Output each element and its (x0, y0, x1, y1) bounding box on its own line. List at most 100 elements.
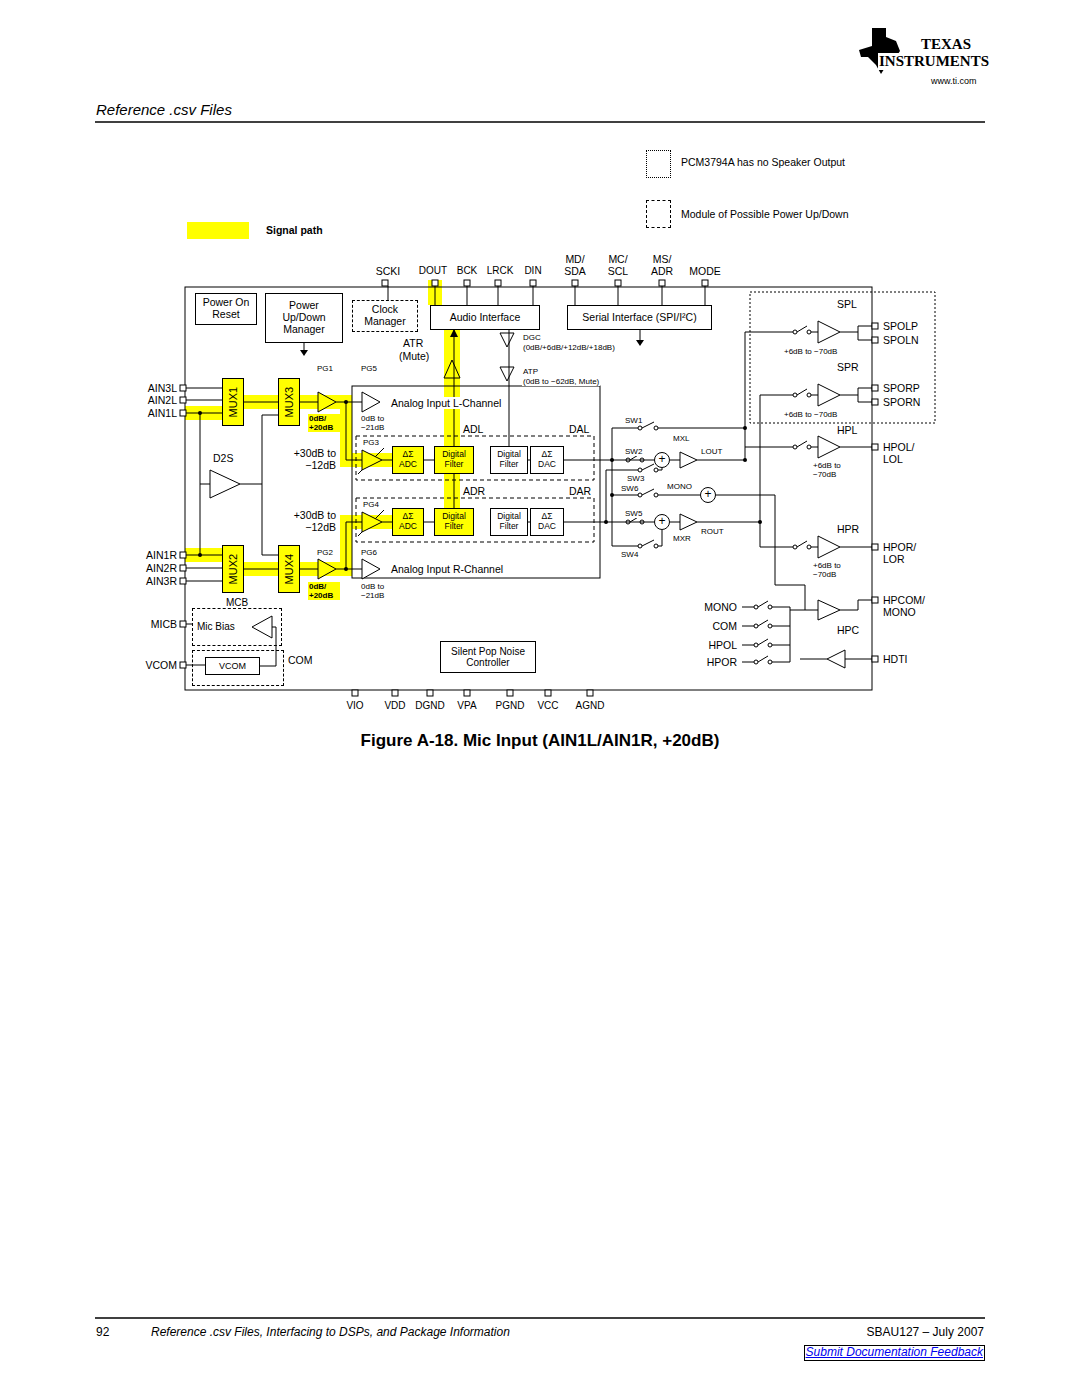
legend-swatch (187, 222, 249, 239)
block-text: ΔΣ DAC (536, 450, 558, 469)
label: +30dB to −12dB (281, 447, 337, 471)
label: SBAU127 – July 2007 (866, 1326, 985, 1340)
label: 0dB to −21dB (360, 582, 404, 600)
label: Reference .csv Files (95, 101, 233, 118)
connector (244, 402, 278, 403)
label: HDTI (882, 653, 909, 665)
control-block: Clock Manager (352, 300, 418, 332)
block-heading: COM (287, 655, 314, 667)
adc-block: ΔΣ ADC (392, 508, 424, 536)
label: MXR (672, 534, 692, 543)
label: SW4 (620, 550, 639, 559)
label: SW2 (624, 447, 643, 456)
legend-text: PCM3794A has no Speaker Output (680, 156, 846, 168)
label: PG2 (316, 548, 334, 557)
label: DGC (522, 333, 542, 342)
label: LOUT (700, 447, 723, 456)
block-text: Digital Filter (491, 512, 527, 531)
block-text: Clock Manager (357, 304, 413, 328)
filter-block: Digital Filter (434, 508, 474, 536)
label: Analog Input R-Channel (390, 563, 504, 575)
label: +6dB to −70dB (812, 561, 856, 579)
label: SW6 (620, 484, 639, 493)
label: ATR (402, 337, 424, 349)
label: AIN2L (147, 394, 178, 406)
block-text: Silent Pop Noise Controller (441, 646, 535, 668)
label: BCK (456, 265, 479, 277)
block-text: ΔΣ ADC (397, 450, 419, 469)
label: +30dB to −12dB (281, 509, 337, 533)
block-text: ΔΣ ADC (397, 512, 419, 531)
dac-block: ΔΣ DAC (530, 508, 564, 536)
filter-block: Digital Filter (490, 446, 528, 474)
label: 92 (95, 1326, 110, 1340)
label: ROUT (700, 527, 725, 536)
label: (0dB to −62dB, Mute) (522, 377, 600, 386)
block-text: Power On Reset (196, 297, 256, 321)
label: (Mute) (398, 350, 430, 362)
label: 0dB/ +20dB (308, 582, 340, 600)
label: Reference .csv Files, Interfacing to DSP… (150, 1326, 511, 1340)
label: MXL (672, 434, 690, 443)
label: HPC (836, 624, 860, 636)
label: HPR (836, 523, 860, 535)
label: DAR (568, 485, 592, 497)
legend-sample (646, 200, 671, 228)
label: SPORP (882, 382, 921, 394)
block-text: MUX4 (283, 554, 295, 585)
dac-block: ΔΣ DAC (530, 446, 564, 474)
block-text: Digital Filter (491, 450, 527, 469)
connector (454, 330, 455, 446)
block-text: MUX1 (227, 387, 239, 418)
label: HPCOM/ MONO (882, 594, 936, 618)
label: AIN1R (145, 549, 178, 561)
label: SPOLP (882, 320, 919, 332)
multiplexer: MUX1 (222, 378, 244, 426)
label: +6dB to −70dB (812, 461, 856, 479)
label: VCOM (145, 659, 179, 671)
interface-block: Serial Interface (SPI/I²C) (567, 305, 712, 330)
label: DIN (523, 265, 542, 277)
label: LRCK (486, 265, 515, 277)
label: PG4 (362, 500, 380, 509)
label: SPL (836, 298, 858, 310)
label: INSTRUMENTS (878, 53, 990, 70)
label: MC/ SCL (601, 253, 635, 277)
block-text: + (658, 515, 665, 528)
connector (244, 569, 278, 570)
label: MD/ SDA (558, 253, 592, 277)
label: HPOR (706, 656, 738, 668)
connector (509, 330, 510, 446)
label: SW3 (626, 474, 645, 483)
legend-text: Signal path (265, 224, 324, 236)
label: SW5 (624, 509, 643, 518)
label: MICB (150, 618, 178, 630)
interface-block: Audio Interface (430, 305, 540, 330)
label: COM (712, 620, 739, 632)
label: VPA (456, 700, 477, 712)
block-text: Mic Bias (197, 621, 235, 632)
label: VCC (536, 700, 559, 712)
label: SW1 (624, 416, 643, 425)
block-text: Power Up/Down Manager (278, 300, 330, 335)
label: AIN3R (145, 575, 178, 587)
label: 0dB/ +20dB (308, 414, 340, 432)
control-block: Silent Pop Noise Controller (440, 641, 536, 673)
label: ATP (522, 367, 539, 376)
label: Analog Input L-Channel (390, 397, 502, 409)
multiplexer: MUX2 (222, 545, 244, 593)
label: PG1 (316, 364, 334, 373)
label: +6dB to −70dB (783, 347, 838, 356)
label: HPOL (707, 639, 738, 651)
multiplexer: MUX3 (278, 378, 300, 426)
label: ADR (462, 485, 486, 497)
label: DAL (568, 423, 590, 435)
label: AIN2R (145, 562, 178, 574)
filter-block: Digital Filter (490, 508, 528, 536)
connector (564, 460, 654, 461)
label: SPORN (882, 396, 921, 408)
block-text: ΔΣ DAC (536, 512, 558, 531)
connector (424, 522, 434, 523)
block-text: VCOM (219, 661, 246, 671)
legend-text: Module of Possible Power Up/Down (680, 208, 850, 220)
